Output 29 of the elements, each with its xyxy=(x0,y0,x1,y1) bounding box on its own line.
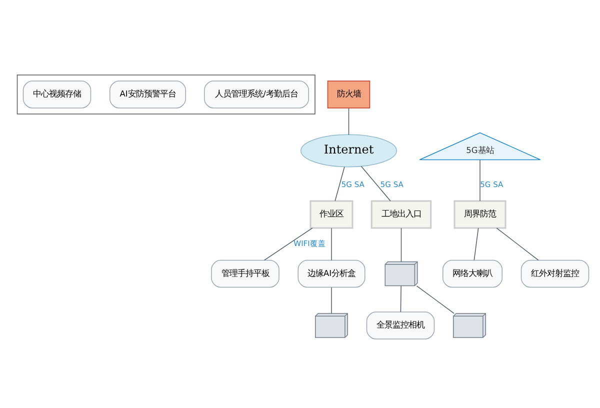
node-box: AI安防预警平台 xyxy=(110,80,186,108)
connector xyxy=(400,228,402,262)
connector xyxy=(496,228,539,261)
node-box: 周界防范 xyxy=(454,200,506,229)
edge-label: 5G SA xyxy=(380,180,404,189)
edge-label: 5G SA xyxy=(341,180,364,189)
edge-label: WIFI覆盖 xyxy=(294,239,326,248)
connector xyxy=(360,166,391,202)
node-box: 工地出入口 xyxy=(370,200,432,229)
node-box: 全景监控相机 xyxy=(366,312,435,340)
connector xyxy=(416,286,454,314)
node-box: 中心视频存储 xyxy=(22,80,92,108)
node-box: 红外对射监控 xyxy=(520,260,590,288)
cluster xyxy=(16,74,316,114)
node-box: 人员管理系统/考勤后台 xyxy=(204,80,309,108)
connector xyxy=(331,287,332,314)
node-box: 防火墙 xyxy=(327,80,370,108)
connector xyxy=(474,228,479,261)
connector xyxy=(400,286,402,312)
connector xyxy=(348,108,350,136)
connector xyxy=(334,166,345,202)
node-ellipse: Internet xyxy=(300,134,397,168)
node-box: 网络大喇叭 xyxy=(442,260,502,288)
node-box: 边缘AI分析盒 xyxy=(298,260,366,288)
node-box: 管理手持平板 xyxy=(211,260,280,288)
edge-label: 5G SA xyxy=(480,180,504,189)
connector xyxy=(331,228,332,261)
node-box: 作业区 xyxy=(310,200,354,229)
connector xyxy=(264,228,313,261)
